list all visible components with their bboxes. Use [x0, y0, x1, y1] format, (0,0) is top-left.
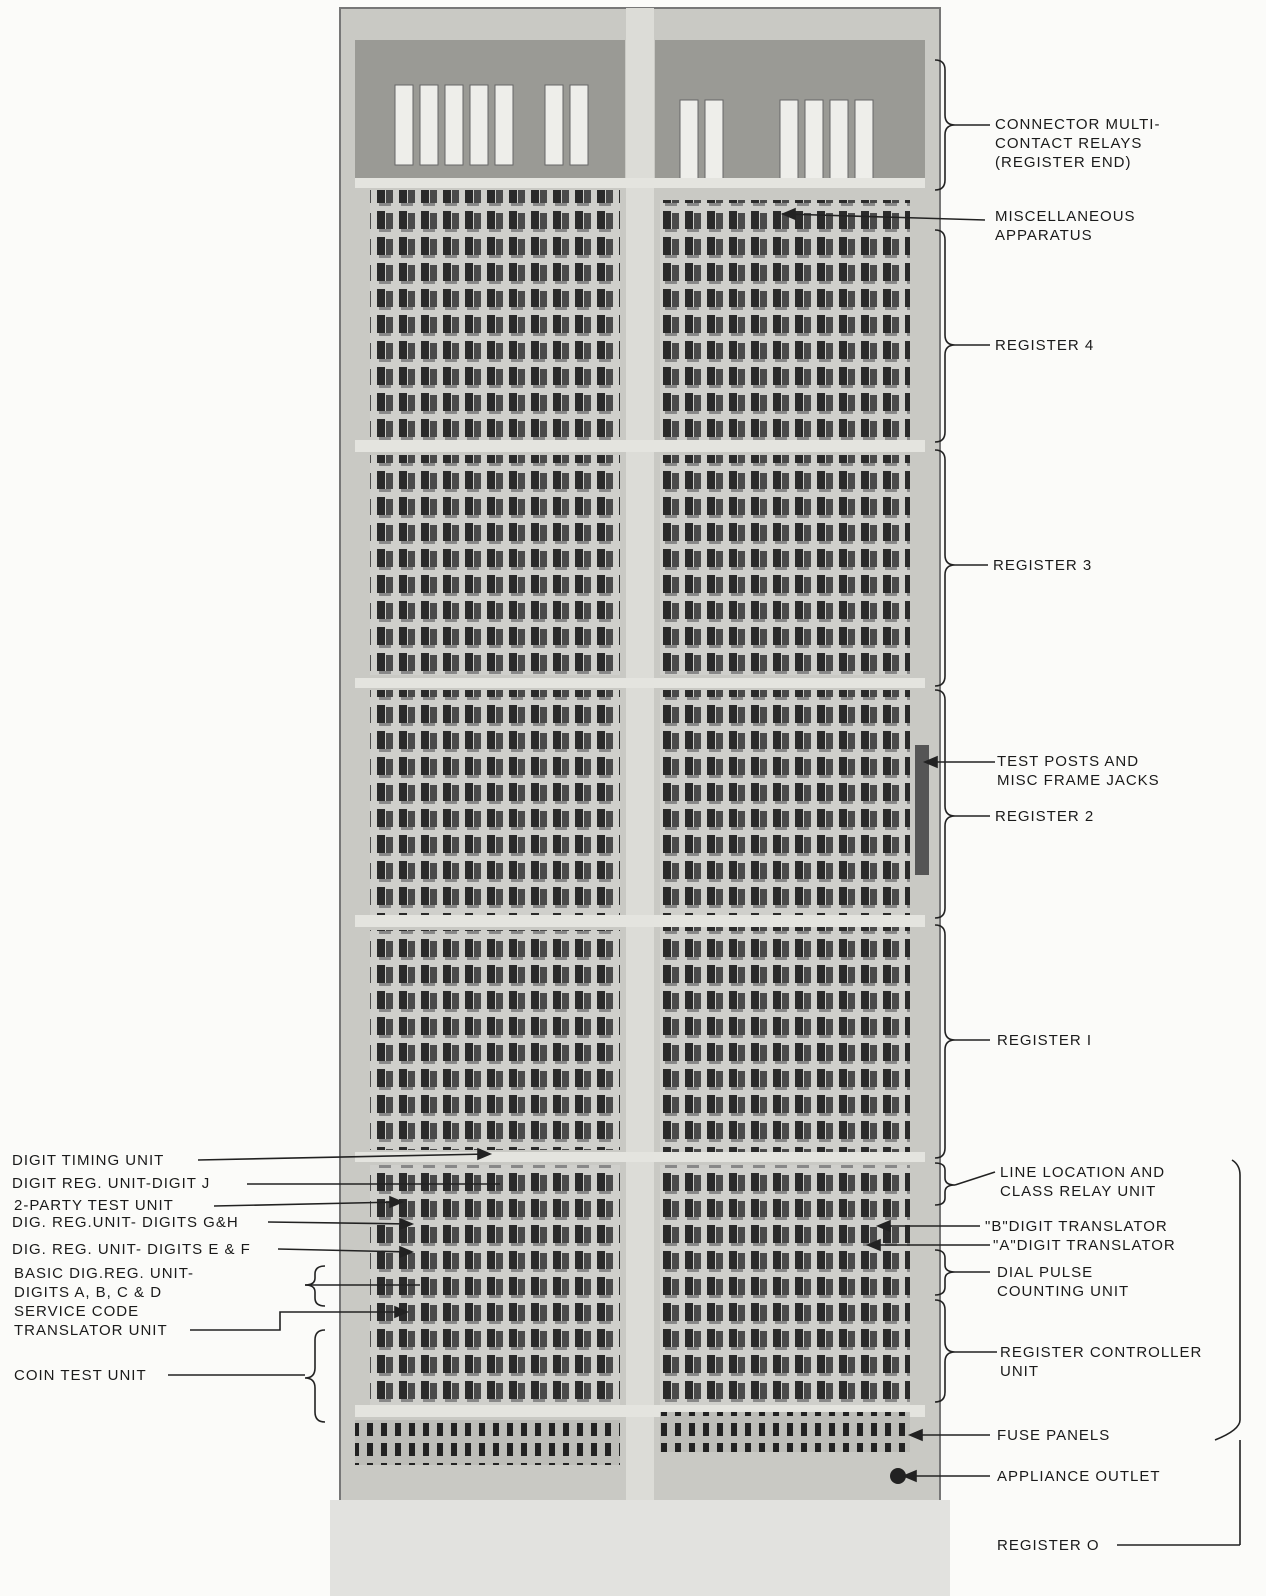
label-digits-ef: DIG. REG. UNIT- DIGITS E & F [12, 1241, 251, 1258]
label-register-2: REGISTER 2 [995, 808, 1095, 825]
label-digits-gh: DIG. REG.UNIT- DIGITS G&H [12, 1214, 239, 1231]
label-b-digit-translator: "B"DIGIT TRANSLATOR [985, 1218, 1168, 1235]
label-misc-apparatus: MISCELLANEOUS APPARATUS [995, 208, 1136, 244]
label-connector-relays: CONNECTOR MULTI- CONTACT RELAYS (REGISTE… [995, 116, 1161, 171]
label-basic-dig: BASIC DIG.REG. UNIT- DIGITS A, B, C & D [14, 1265, 195, 1301]
label-test-posts: TEST POSTS AND MISC FRAME JACKS [997, 753, 1160, 789]
label-dial-pulse: DIAL PULSE COUNTING UNIT [997, 1264, 1130, 1300]
label-appliance-outlet: APPLIANCE OUTLET [997, 1468, 1161, 1485]
label-register-3: REGISTER 3 [993, 557, 1093, 574]
label-coin-test: COIN TEST UNIT [14, 1367, 147, 1384]
label-digit-reg-j: DIGIT REG. UNIT-DIGIT J [12, 1175, 211, 1192]
label-fuse-panels: FUSE PANELS [997, 1427, 1111, 1444]
label-register-controller: REGISTER CONTROLLER UNIT [1000, 1344, 1203, 1380]
label-register-1: REGISTER I [997, 1032, 1093, 1049]
label-line-location: LINE LOCATION AND CLASS RELAY UNIT [1000, 1164, 1166, 1200]
label-register-4: REGISTER 4 [995, 337, 1095, 354]
label-two-party: 2-PARTY TEST UNIT [14, 1197, 174, 1214]
label-service-code: SERVICE CODE TRANSLATOR UNIT [14, 1303, 168, 1339]
label-digit-timing: DIGIT TIMING UNIT [12, 1152, 165, 1169]
label-a-digit-translator: "A"DIGIT TRANSLATOR [993, 1237, 1176, 1254]
label-register-0: REGISTER O [997, 1537, 1100, 1554]
